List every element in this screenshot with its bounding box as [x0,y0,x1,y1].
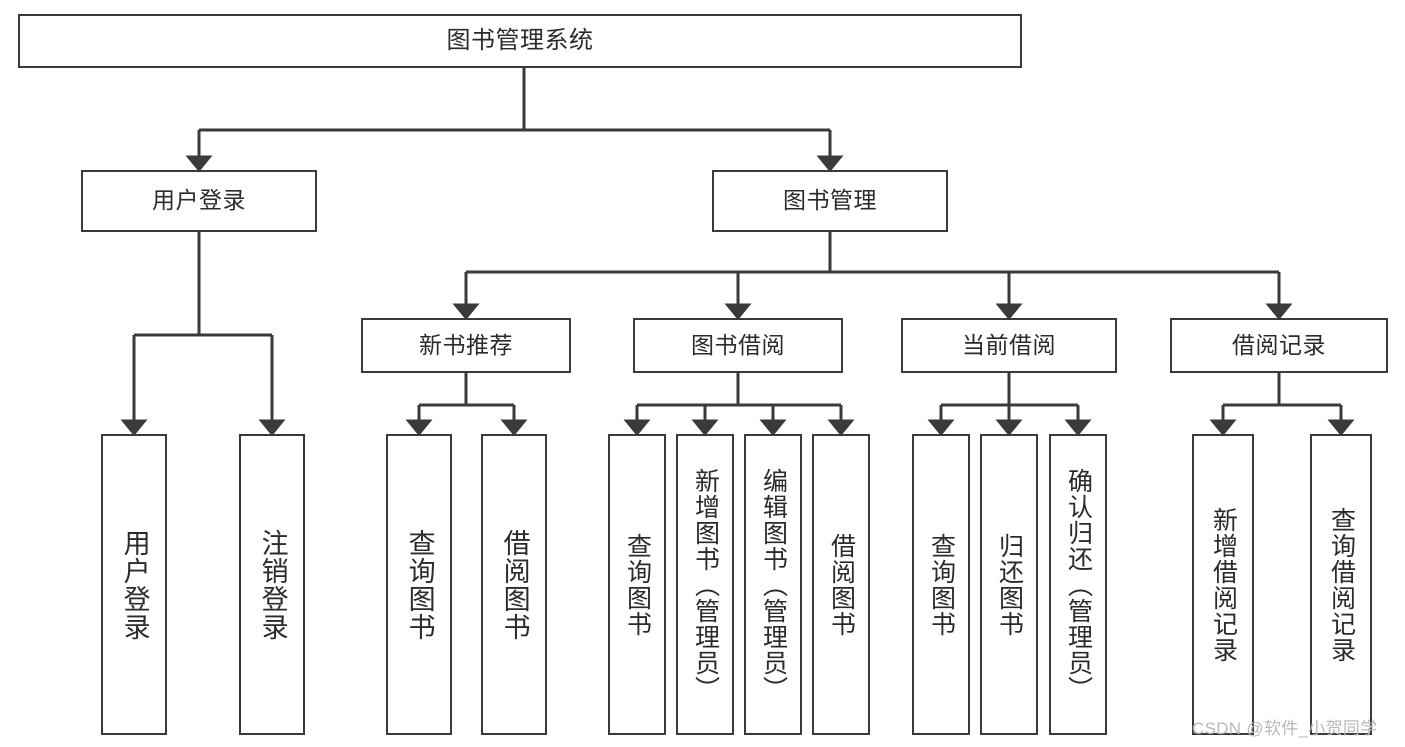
node-label: 借阅图书 [499,528,530,641]
node-label: 查询借阅记录 [1327,506,1356,663]
node-leaf-user-login[interactable]: 用户登录 [101,434,167,735]
node-label: 用户登录 [119,528,150,641]
node-label: 新书推荐 [419,331,513,358]
node-leaf-borrow-book[interactable]: 借阅图书 [812,434,870,735]
node-leaf-borrow-book-recommend[interactable]: 借阅图书 [481,434,547,735]
node-label: 查询图书 [927,532,956,637]
node-user-login[interactable]: 用户登录 [81,170,317,232]
node-label: 新增图书（管理员） [691,467,720,702]
node-current-borrow[interactable]: 当前借阅 [901,318,1117,373]
node-label: 图书借阅 [691,331,785,358]
node-leaf-confirm-return[interactable]: 确认归还（管理员） [1049,434,1107,735]
node-book-borrow[interactable]: 图书借阅 [633,318,843,373]
node-leaf-add-borrow-record[interactable]: 新增借阅记录 [1192,434,1254,735]
node-new-book-recommend[interactable]: 新书推荐 [361,318,571,373]
node-leaf-return-book[interactable]: 归还图书 [980,434,1038,735]
node-leaf-edit-book[interactable]: 编辑图书（管理员） [744,434,802,735]
node-label: 当前借阅 [962,331,1056,358]
node-label: 注销登录 [257,528,288,641]
node-label: 新增借阅记录 [1209,506,1238,663]
node-leaf-query-book-borrow[interactable]: 查询图书 [608,434,666,735]
node-label: 用户登录 [152,187,246,214]
csdn-watermark: CSDN @软件_小贺同学 [1192,719,1378,738]
node-label: 借阅记录 [1232,331,1326,358]
node-root[interactable]: 图书管理系统 [18,14,1022,68]
node-leaf-add-book[interactable]: 新增图书（管理员） [676,434,734,735]
node-borrow-record[interactable]: 借阅记录 [1170,318,1388,373]
node-label: 借阅图书 [827,532,856,637]
node-label: 确认归还（管理员） [1064,467,1093,702]
node-leaf-query-book-recommend[interactable]: 查询图书 [386,434,452,735]
node-leaf-user-logout[interactable]: 注销登录 [239,434,305,735]
node-label: 归还图书 [995,532,1024,637]
node-leaf-query-borrow-record[interactable]: 查询借阅记录 [1310,434,1372,735]
node-book-manage[interactable]: 图书管理 [712,170,948,232]
node-label: 图书管理系统 [446,26,594,54]
node-label: 图书管理 [783,187,877,214]
node-label: 查询图书 [623,532,652,637]
node-label: 编辑图书（管理员） [759,467,788,702]
node-label: 查询图书 [404,528,435,641]
node-leaf-query-book-current[interactable]: 查询图书 [912,434,970,735]
